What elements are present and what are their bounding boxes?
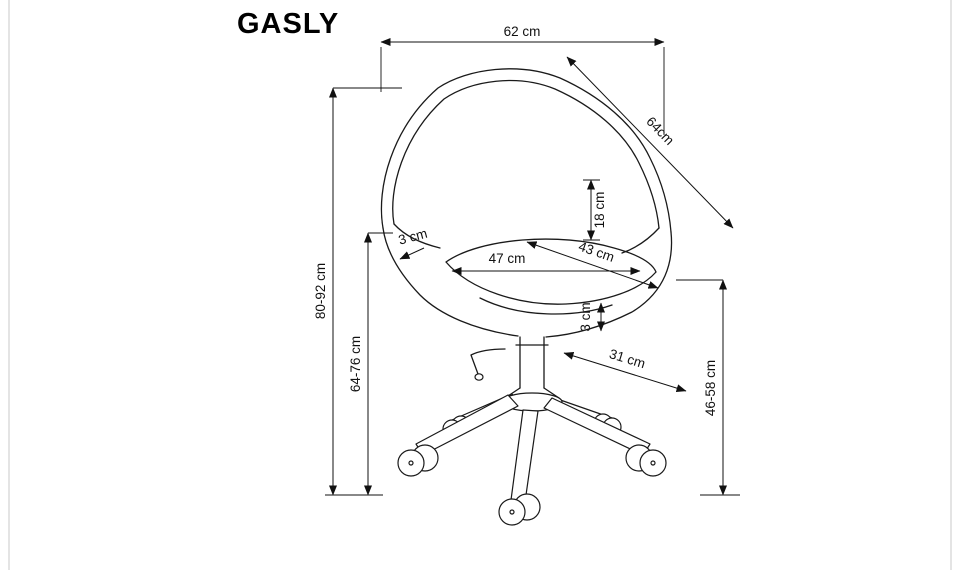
caster-right: [625, 444, 667, 477]
chair-shell-outer: [380, 68, 672, 233]
diagram-title: GASLY: [237, 8, 339, 40]
dim-label-total-height: 80-92 cm: [313, 263, 328, 319]
gas-lift-column: [504, 336, 560, 399]
dim-total-height: 80-92 cm: [313, 87, 402, 496]
dim-label-backrest-height: 18 cm: [592, 192, 607, 229]
dim-label-seat-depth: 43 cm: [577, 239, 617, 265]
base-leg-front: [510, 409, 539, 503]
caster-left: [397, 444, 439, 477]
seat-cushion: [445, 238, 657, 305]
dim-label-armrest-thickness: 3 cm: [397, 226, 429, 248]
dim-seat-height: 46-58 cm: [676, 279, 740, 496]
dim-cushion-thickness: 3 cm: [578, 302, 605, 332]
caster-front: [498, 493, 541, 526]
chair-shell-left-side: [382, 227, 519, 337]
dim-height-to-armrest: 64-76 cm: [348, 232, 393, 496]
dim-label-seat-height: 46-58 cm: [703, 360, 718, 416]
chair-shell-right-side: [545, 231, 673, 338]
chair-armrest-left-inner: [393, 223, 441, 249]
dim-label-top-width: 62 cm: [504, 24, 541, 39]
dim-seat-depth: 43 cm: [526, 239, 659, 289]
dim-label-seat-width: 47 cm: [489, 251, 526, 266]
dim-armrest-thickness: 3 cm: [397, 226, 429, 260]
chair-shell-inner-rim: [392, 79, 660, 229]
chair-armrest-right-inner: [621, 227, 660, 254]
dim-label-back-diagonal: 64cm: [643, 114, 677, 148]
chair-illustration: [380, 68, 673, 526]
dim-base-leg-length: 31 cm: [563, 346, 687, 392]
dim-backrest-height: 18 cm: [583, 179, 607, 241]
height-lever: [470, 348, 506, 381]
dim-label-cushion-thickness: 3 cm: [578, 302, 593, 331]
dim-label-height-to-armrest: 64-76 cm: [348, 336, 363, 392]
dim-label-base-leg-length: 31 cm: [608, 346, 648, 371]
